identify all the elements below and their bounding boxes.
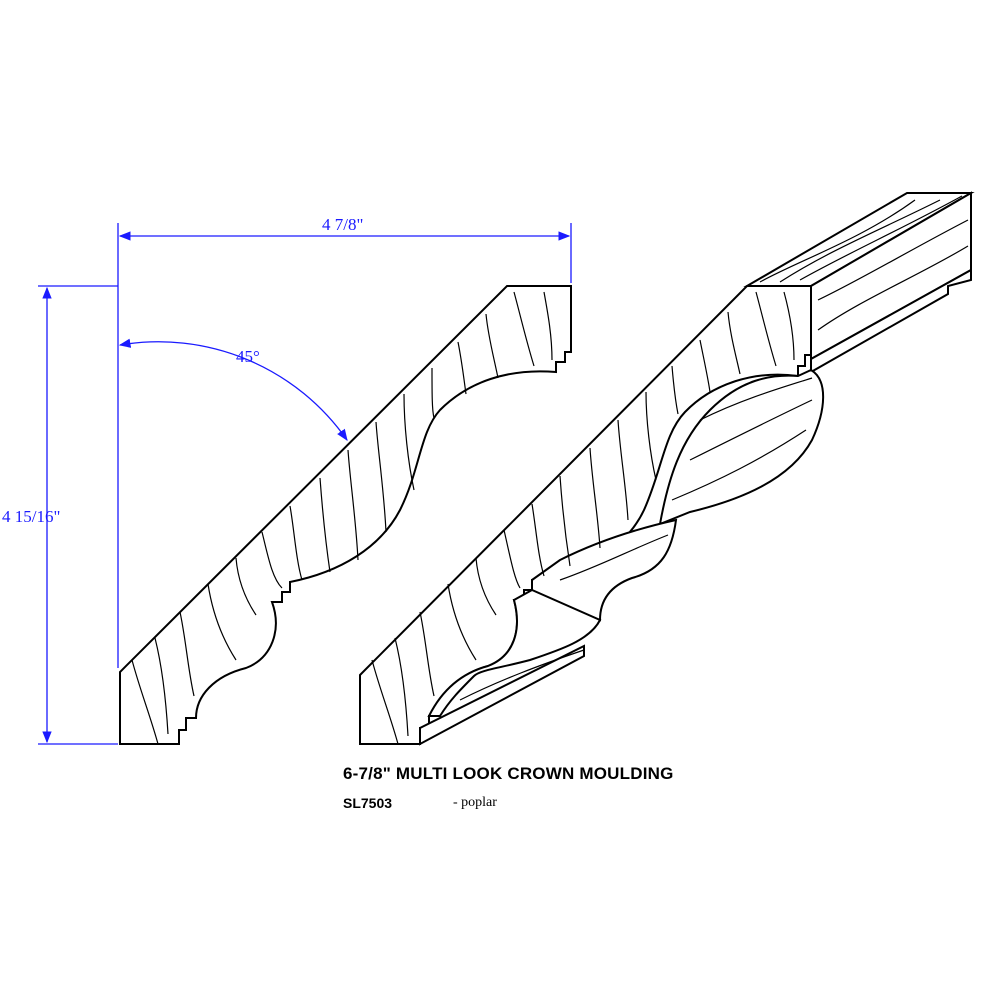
moulding-3d-right: [359, 191, 975, 746]
dimension-lines: [38, 223, 572, 745]
angle-dimension-label: 45°: [236, 347, 260, 366]
height-dimension-label: 4 15/16": [2, 507, 60, 526]
wood-grain-right: [371, 195, 969, 745]
width-dimension-label: 4 7/8": [322, 215, 363, 234]
angle-arc: [118, 338, 348, 441]
wood-grain-left: [131, 291, 553, 745]
product-code: SL7503: [343, 795, 393, 811]
product-material: - poplar: [453, 795, 497, 810]
moulding-profile-left: [119, 285, 572, 745]
product-title: 6-7/8" MULTI LOOK CROWN MOULDING: [343, 764, 674, 783]
